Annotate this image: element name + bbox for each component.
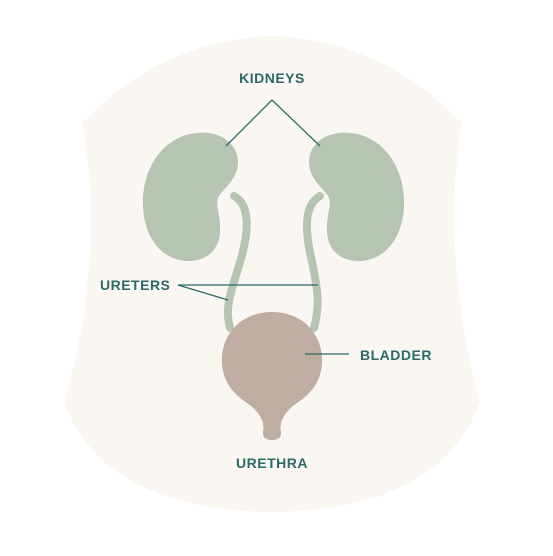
ureters-label: URETERS <box>100 277 170 293</box>
kidneys-leader-right <box>271 99 321 147</box>
body-silhouette <box>64 36 480 512</box>
right-kidney <box>309 132 405 262</box>
left-kidney <box>142 132 238 262</box>
leader-lines <box>177 99 349 355</box>
kidneys-label: KIDNEYS <box>239 70 305 86</box>
urethra-label: URETHRA <box>236 455 308 471</box>
right-ureter <box>302 192 324 332</box>
kidneys-leader-left <box>225 99 273 147</box>
ureters-leader-lower <box>177 284 229 301</box>
bladder <box>221 312 323 440</box>
left-ureter <box>223 192 251 332</box>
bladder-label: BLADDER <box>360 347 432 363</box>
